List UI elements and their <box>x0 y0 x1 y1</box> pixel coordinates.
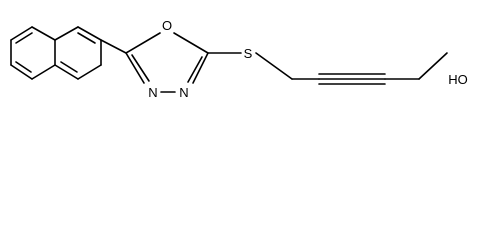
naphthalene-ring-left <box>10 26 56 80</box>
nitrogen-atom-label-right: N <box>179 85 188 100</box>
hydroxyl-group-label: HO <box>448 72 468 87</box>
oxygen-atom-label: O <box>162 18 172 33</box>
oxadiazole-ring <box>125 32 209 93</box>
sulfur-atom-label: S <box>244 46 253 61</box>
chemical-structure-diagram: O N N S HO <box>10 18 468 100</box>
nitrogen-atom-label-left: N <box>148 85 157 100</box>
bond-aryl-oxadiazole <box>100 39 127 54</box>
bond-sulfur-methylene <box>255 52 293 80</box>
naphthalene-ring-right <box>54 26 102 80</box>
bond-methylene-hydroxyl <box>418 52 448 80</box>
triple-bond <box>318 73 386 85</box>
